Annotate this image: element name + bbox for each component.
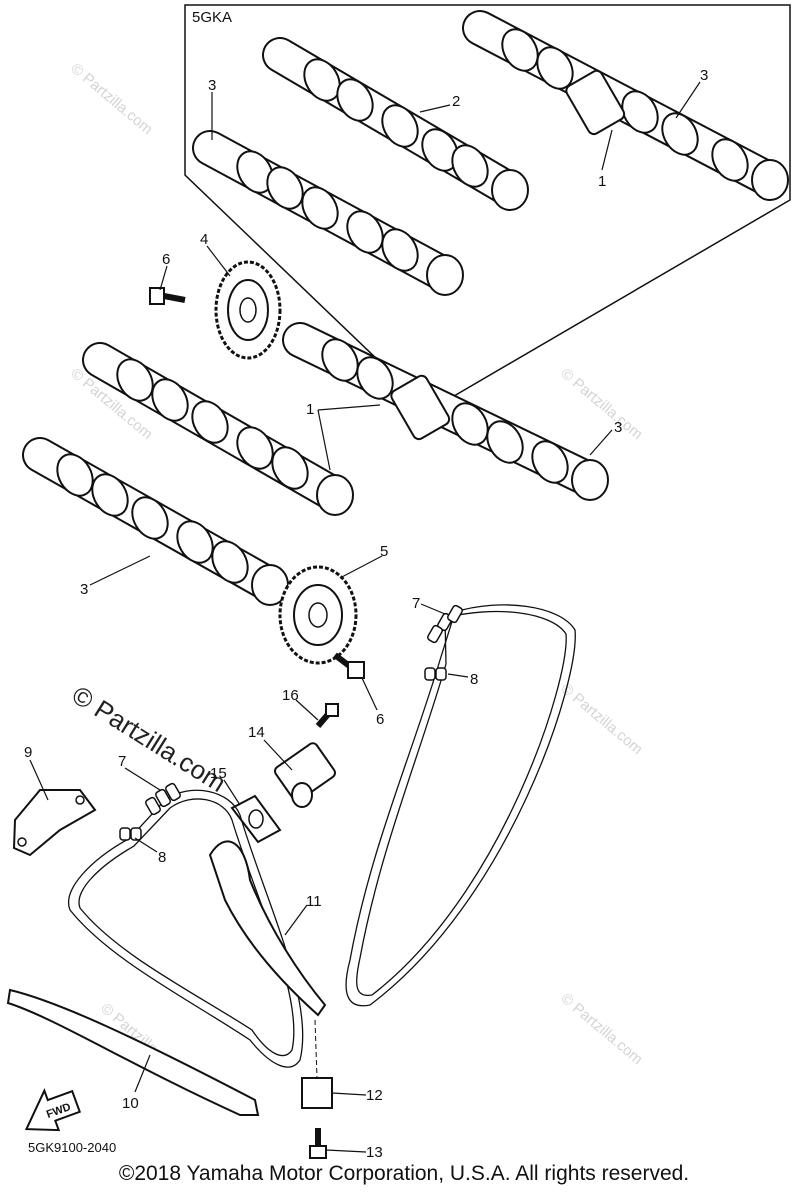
bolt-6-lower (333, 652, 365, 679)
callout-11: 11 (306, 893, 322, 910)
watermark: © Partzilla.com (557, 365, 645, 443)
diagram-code: 5GK9100-2040 (28, 1140, 117, 1155)
gasket-15 (230, 794, 282, 844)
bolt-13 (309, 1128, 327, 1159)
bracket-9 (12, 789, 97, 857)
callout-7: 7 (118, 753, 126, 770)
sprocket-5 (278, 565, 358, 665)
callout-3: 3 (700, 67, 708, 84)
chain-guide-11 (208, 840, 327, 1017)
callout-8: 8 (158, 849, 166, 866)
camshaft-3-kit (192, 130, 464, 296)
partzilla-watermark: © Partzilla.com (67, 680, 231, 798)
callout-8: 8 (470, 671, 478, 688)
callout-13: 13 (366, 1144, 383, 1161)
stopper-12 (301, 1019, 333, 1109)
callout-3: 3 (208, 77, 216, 94)
callout-1: 1 (306, 401, 314, 418)
fwd-arrow: FWD (24, 1088, 82, 1132)
callout-15: 15 (210, 765, 227, 782)
callout-3: 3 (614, 419, 622, 436)
callout-10: 10 (122, 1095, 139, 1112)
camshaft-2 (262, 37, 529, 211)
bolt-6-upper (149, 287, 186, 305)
callout-9: 9 (24, 744, 32, 761)
callouts: 1 2 3 3 4 6 1 3 3 5 6 7 8 16 14 15 9 7 8… (24, 67, 708, 1161)
bolt-16 (315, 703, 339, 728)
callout-3: 3 (80, 581, 88, 598)
callout-2: 2 (452, 93, 460, 110)
camshaft-3 (22, 437, 289, 606)
callout-1: 1 (598, 173, 606, 190)
timing-chain-left (68, 782, 304, 1068)
copyright-notice: ©2018 Yamaha Motor Corporation, U.S.A. A… (118, 1162, 690, 1185)
callout-14: 14 (248, 724, 265, 741)
callout-6: 6 (162, 251, 170, 268)
tensioner-14 (274, 742, 336, 808)
callout-12: 12 (366, 1087, 383, 1104)
leader-lines (29, 81, 701, 1153)
chain-guide-10 (6, 988, 260, 1116)
camshaft-1-kit (462, 10, 789, 201)
watermark: © Partzilla.com (67, 60, 155, 138)
callout-5: 5 (380, 543, 388, 560)
timing-chain-right (345, 604, 576, 1007)
sprocket-4 (214, 260, 282, 360)
watermark: © Partzilla.com (557, 990, 645, 1068)
watermark: © Partzilla.com (557, 680, 645, 758)
callout-6: 6 (376, 711, 384, 728)
kit-outline (184, 4, 791, 411)
camshaft-1 (282, 322, 609, 501)
callout-7: 7 (412, 595, 420, 612)
group-label: 5GKA (192, 9, 232, 26)
callout-4: 4 (200, 231, 208, 248)
callout-16: 16 (282, 687, 299, 704)
camshaft-2-lower (82, 342, 354, 516)
